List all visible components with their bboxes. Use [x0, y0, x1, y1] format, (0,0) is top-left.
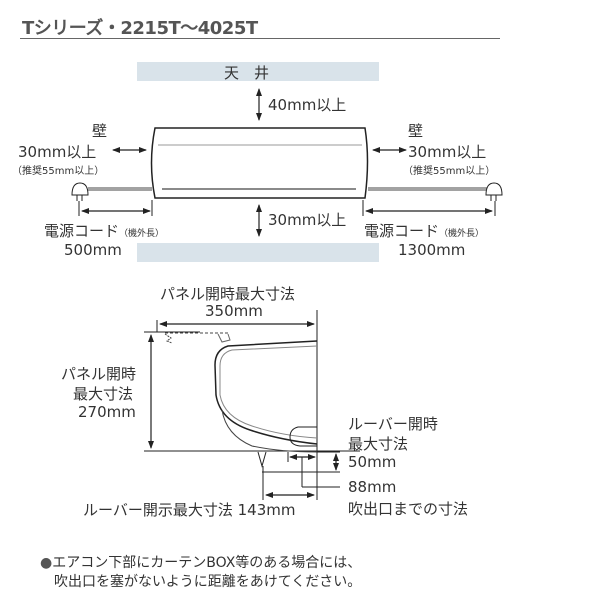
left-cord-label: 電源コード（機外長）: [44, 220, 164, 241]
ceiling-label: 天 井: [224, 64, 270, 82]
left-wall-recommended: （推奨55mm以上）: [12, 166, 105, 177]
left-wall-clearance: 30mm以上: [18, 143, 97, 161]
louver-open-label-1: ルーバー開時: [348, 415, 438, 433]
page-title: Tシリーズ・2215T〜4025T: [22, 18, 258, 39]
panel-open-height-label-2: 最大寸法: [73, 385, 134, 403]
right-plug-icon: [485, 182, 503, 196]
note-line-2: 吹出口を塞がないように距離をあけてください。: [54, 574, 362, 590]
left-plug-icon: [71, 182, 89, 196]
louver-open-value: 50mm: [348, 453, 397, 471]
ceiling-band: [137, 62, 379, 81]
left-cord-note: （機外長）: [119, 229, 165, 239]
indoor-unit-front: [150, 127, 369, 199]
outlet-distance-value: 88mm: [348, 478, 397, 496]
right-wall-label: 壁: [408, 122, 424, 140]
panel-open-width-label: パネル開時最大寸法: [160, 285, 296, 303]
panel-open-height-value: 270mm: [78, 403, 136, 421]
panel-open-width-value: 350mm: [205, 302, 263, 320]
right-cord-label: 電源コード（機外長）: [364, 220, 484, 241]
right-wall-clearance: 30mm以上: [408, 143, 487, 161]
outlet-distance-label: 吹出口までの寸法: [348, 500, 469, 518]
right-wall-recommended: （推奨55mm以上）: [403, 166, 496, 177]
title-divider: [20, 38, 500, 39]
installation-note: ●エアコン下部にカーテンBOX等のある場合には、 吹出口を塞がないように距離をあ…: [40, 554, 361, 592]
top-clearance-label: 40mm以上: [268, 96, 347, 114]
indoor-unit-side: [144, 310, 360, 500]
louver-open-label-2: 最大寸法: [348, 435, 409, 453]
right-cord-length: 1300mm: [398, 241, 466, 259]
louver-open-depth-label: ルーバー開示最大寸法 143mm: [83, 501, 296, 519]
note-line-1: ●エアコン下部にカーテンBOX等のある場合には、: [40, 555, 362, 571]
bottom-clearance-label: 30mm以上: [268, 211, 347, 229]
right-cord-note: （機外長）: [439, 229, 485, 239]
left-cord-name: 電源コード: [44, 222, 120, 240]
panel-open-height-label-1: パネル開時: [61, 365, 137, 383]
floor-band: [137, 243, 379, 262]
left-wall-label: 壁: [92, 122, 108, 140]
right-cord-name: 電源コード: [364, 222, 440, 240]
left-cord-length: 500mm: [64, 241, 122, 259]
bullet-icon: ●: [40, 555, 53, 571]
